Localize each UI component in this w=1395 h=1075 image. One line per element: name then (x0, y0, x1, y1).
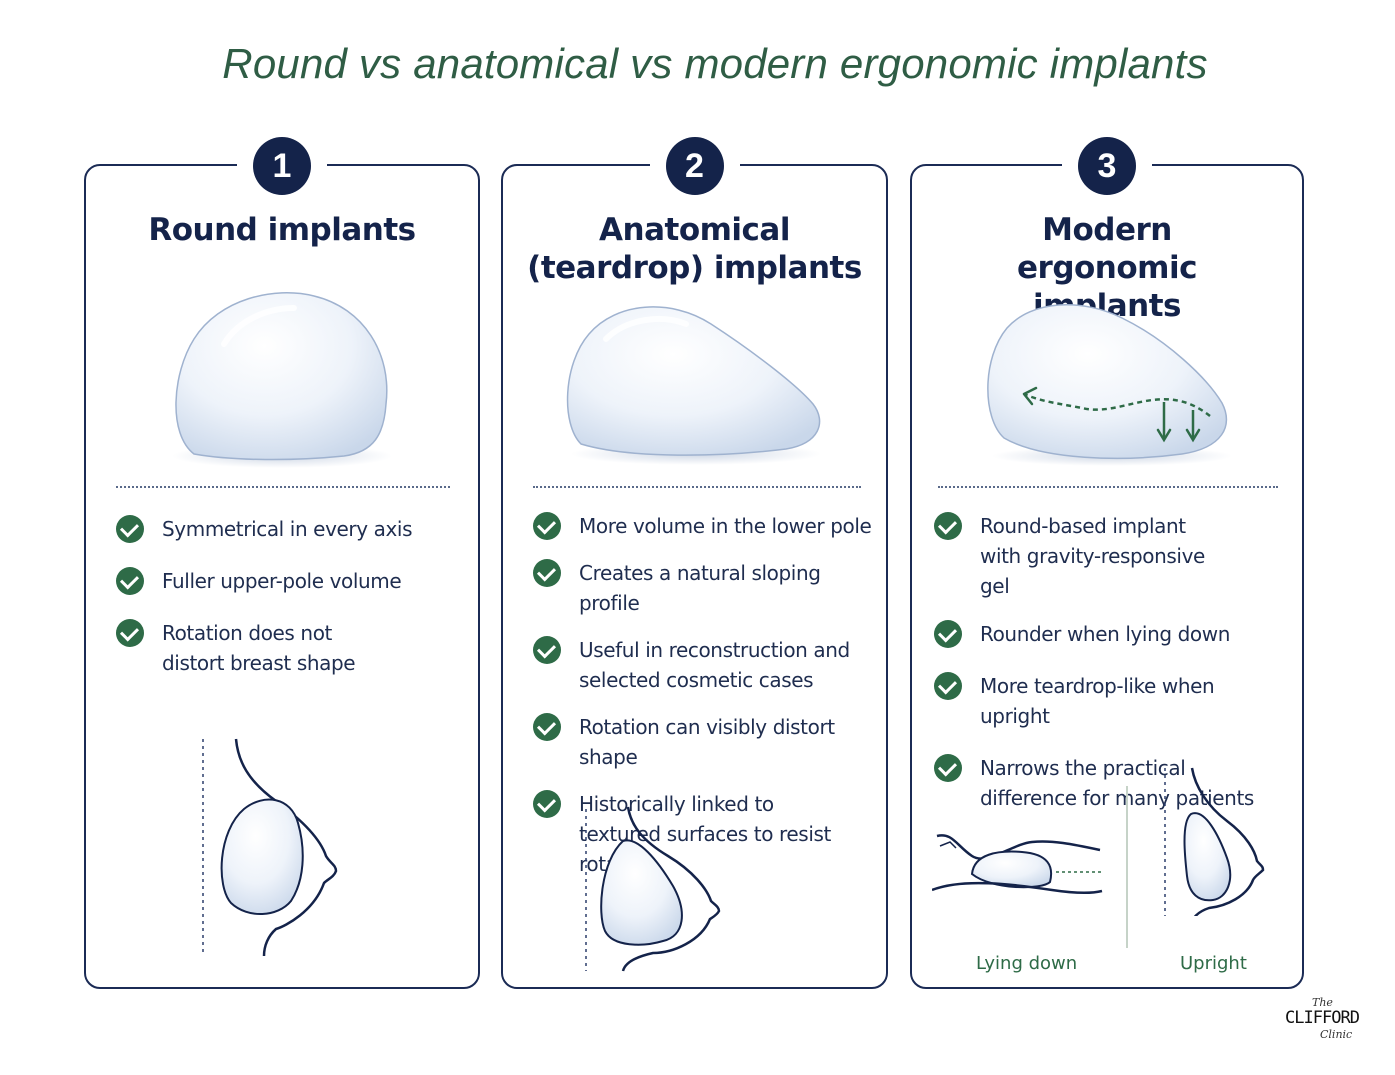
card-ergonomic-implants: 3 Modern ergonomic implants Round-based … (910, 135, 1304, 989)
round-implant-illustration (172, 292, 392, 468)
card-anatomical-implants: 2 Anatomical (teardrop) implants More vo… (501, 135, 888, 989)
feature-item: Rounder when lying down (934, 619, 1284, 649)
check-icon (533, 559, 561, 587)
check-icon (116, 515, 144, 543)
teardrop-implant-profile-diagram (585, 806, 721, 972)
feature-list-round: Symmetrical in every axis Fuller upper-p… (116, 514, 456, 678)
check-icon (116, 619, 144, 647)
lying-down-profile-diagram (932, 834, 1104, 895)
step-badge-3: 3 (1078, 137, 1136, 195)
caption-lying-down: Lying down (976, 953, 1078, 974)
card-title-anatomical: Anatomical (teardrop) implants (527, 212, 862, 286)
card-title-round: Round implants (148, 212, 416, 248)
check-icon (934, 512, 962, 540)
feature-list-anatomical: More volume in the lower pole Creates a … (533, 511, 873, 879)
check-icon (533, 790, 561, 818)
feature-item: Symmetrical in every axis (116, 514, 456, 544)
check-icon (533, 636, 561, 664)
round-implant-profile-diagram (202, 738, 338, 957)
ergonomic-implant-illustration (987, 303, 1232, 466)
section-divider (116, 486, 450, 488)
gel-flow-arrow (1023, 392, 1211, 417)
upright-profile-diagram (1164, 767, 1265, 916)
step-badge-2: 2 (665, 137, 724, 195)
check-icon (533, 713, 561, 741)
clinic-logo: The CLIFFORD Clinic (1285, 996, 1360, 1041)
teardrop-implant-illustration (566, 306, 821, 465)
step-badge-1: 1 (253, 137, 311, 195)
feature-item: Narrows the practical difference for man… (934, 753, 1264, 813)
feature-item: More volume in the lower pole (533, 511, 873, 541)
feature-item: Useful in reconstruction and selected co… (533, 635, 853, 695)
feature-item: Fuller upper-pole volume (116, 566, 456, 596)
feature-item: Historically linked to textured surfaces… (533, 789, 843, 879)
page-title: Round vs anatomical vs modern ergonomic … (222, 40, 1208, 87)
check-icon (934, 672, 962, 700)
card-round-implants: 1 Round implants Symmetrical in every ax… (84, 135, 480, 989)
check-icon (116, 567, 144, 595)
caption-upright: Upright (1180, 953, 1247, 974)
check-icon (533, 512, 561, 540)
check-icon (934, 754, 962, 782)
check-icon (934, 620, 962, 648)
feature-item: More teardrop-like when upright (934, 671, 1284, 731)
feature-item: Rotation can visibly distort shape (533, 712, 873, 772)
feature-item: Creates a natural sloping profile (533, 558, 873, 618)
view-separator (1126, 786, 1128, 948)
section-divider (533, 486, 861, 488)
feature-item: Rotation does not distort breast shape (116, 618, 376, 678)
feature-item: Round-based implant with gravity-respons… (934, 511, 1214, 601)
section-divider (938, 486, 1278, 488)
feature-list-ergonomic: Round-based implant with gravity-respons… (934, 511, 1284, 813)
